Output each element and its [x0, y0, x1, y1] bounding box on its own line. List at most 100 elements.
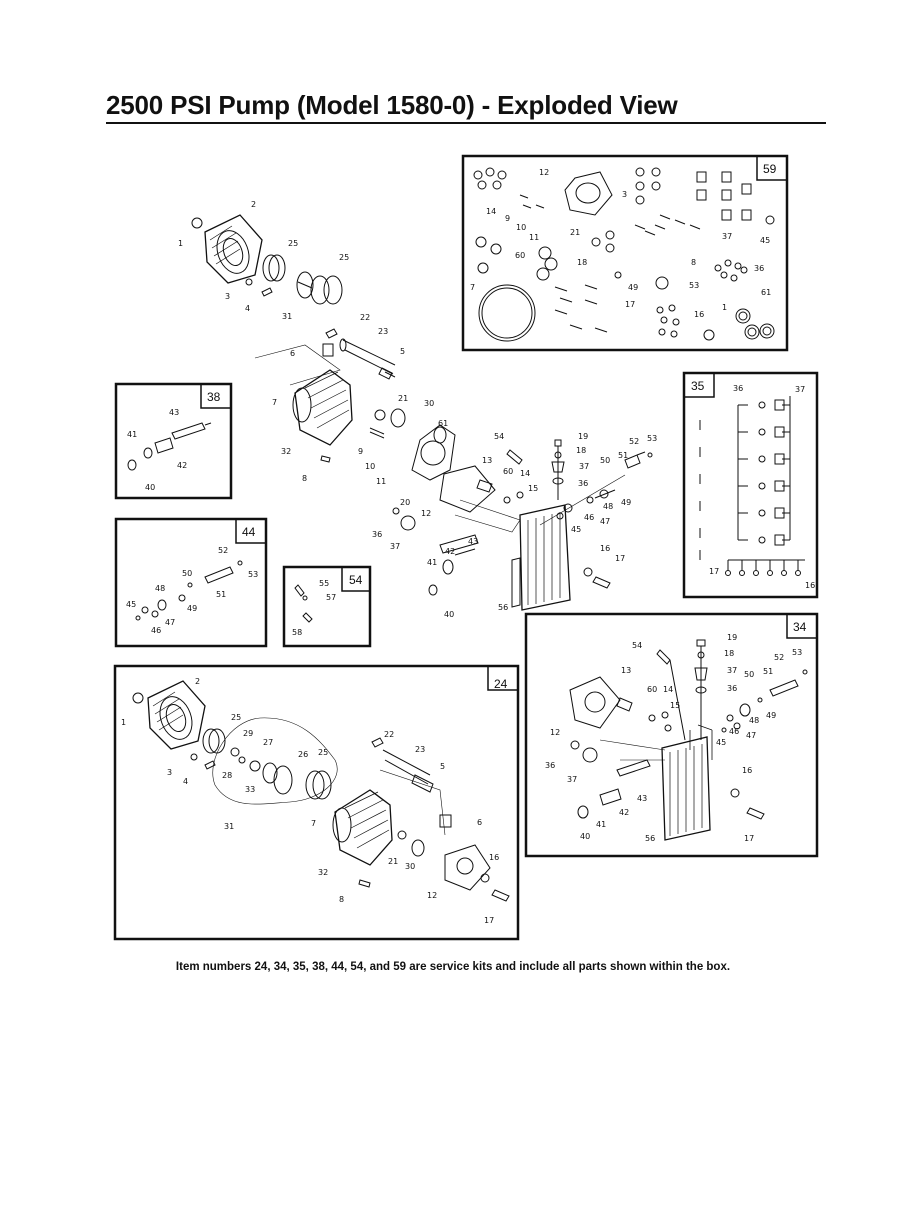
kit-box-24-tag: [487, 665, 519, 691]
callout: 51: [216, 590, 226, 599]
kit-59-callouts: 12 14 9 10 11 3 37 45 21 8 60 18 36 49 5…: [470, 168, 771, 319]
kit-box-44-tag: [235, 518, 267, 544]
kit-label-44: 44: [242, 525, 256, 539]
callout: 23: [378, 327, 388, 336]
callout: 52: [774, 653, 784, 662]
callout: 18: [576, 446, 586, 455]
callout: 4: [183, 777, 188, 786]
callout: 1: [121, 718, 126, 727]
callout: 42: [445, 547, 455, 556]
callout: 25: [339, 253, 349, 262]
callout: 37: [727, 666, 737, 675]
callout: 21: [388, 857, 398, 866]
callout: 22: [360, 313, 370, 322]
callout: 22: [384, 730, 394, 739]
callout: 45: [126, 600, 136, 609]
callout: 16: [694, 310, 704, 319]
callout: 47: [165, 618, 175, 627]
callout: 31: [282, 312, 292, 321]
callout: 53: [792, 648, 802, 657]
kit-34-parts: [569, 639, 808, 841]
callout: 36: [578, 479, 588, 488]
callout: 41: [127, 430, 137, 439]
callout: 41: [427, 558, 437, 567]
callout: 45: [571, 525, 581, 534]
kit-box-54: [282, 565, 372, 648]
callout: 17: [484, 916, 494, 925]
callout: 17: [709, 567, 719, 576]
bearing-set: [262, 254, 343, 305]
callout: 50: [744, 670, 754, 679]
callout: 61: [438, 419, 448, 428]
callout: 50: [182, 569, 192, 578]
callout: 17: [744, 834, 754, 843]
callout: 40: [444, 610, 454, 619]
kit-box-44: [114, 517, 268, 648]
callout: 15: [670, 701, 680, 710]
callout: 25: [231, 713, 241, 722]
callout: 49: [187, 604, 197, 613]
callout: 43: [169, 408, 179, 417]
callout: 45: [716, 738, 726, 747]
callout: 49: [628, 283, 638, 292]
callout: 25: [288, 239, 298, 248]
callout: 16: [805, 581, 815, 590]
callout: 23: [415, 745, 425, 754]
crankcase: [204, 214, 263, 284]
callout: 2: [251, 200, 256, 209]
callout: 56: [498, 603, 508, 612]
callout: 6: [477, 818, 482, 827]
callout: 8: [302, 474, 307, 483]
callout: 8: [339, 895, 344, 904]
callout: 43: [468, 537, 478, 546]
callout: 60: [647, 685, 657, 694]
kit-44-parts: [135, 560, 243, 621]
kit-label-54: 54: [349, 573, 363, 587]
kit-box-34-tag: [786, 613, 818, 639]
callout: 16: [489, 853, 499, 862]
callout: 51: [763, 667, 773, 676]
callout: 3: [167, 768, 172, 777]
kit-box-35: [682, 371, 819, 599]
callout: 16: [600, 544, 610, 553]
callout: 18: [724, 649, 734, 658]
kit-box-35-tag: [683, 372, 715, 398]
callout: 28: [222, 771, 232, 780]
callout: 12: [421, 509, 431, 518]
kit-box-38-tag: [200, 383, 232, 409]
callout: 8: [691, 258, 696, 267]
o-ring: [191, 217, 203, 229]
callout: 4: [245, 304, 250, 313]
kit-35-callouts: 36 37 17 16: [709, 384, 815, 590]
callout: 30: [424, 399, 434, 408]
kit-box-59: [461, 154, 789, 352]
callout: 3: [225, 292, 230, 301]
callout: 19: [727, 633, 737, 642]
callout: 13: [621, 666, 631, 675]
callout: 10: [516, 223, 526, 232]
callout: 30: [405, 862, 415, 871]
callout: 21: [398, 394, 408, 403]
callout: 46: [729, 727, 739, 736]
callout: 36: [372, 530, 382, 539]
callout: 26: [298, 750, 308, 759]
callout: 10: [365, 462, 375, 471]
kit-label-34: 34: [793, 620, 807, 634]
callout: 52: [218, 546, 228, 555]
kit-59-parts: [473, 167, 775, 342]
callout: 7: [311, 819, 316, 828]
callout: 33: [245, 785, 255, 794]
callout: 42: [619, 808, 629, 817]
callout: 32: [318, 868, 328, 877]
kit-box-38: [114, 382, 233, 500]
callout: 17: [615, 554, 625, 563]
callout: 61: [761, 288, 771, 297]
footnote: Item numbers 24, 34, 35, 38, 44, 54, and…: [175, 961, 731, 973]
callout: 58: [292, 628, 302, 637]
callout: 3: [622, 190, 627, 199]
callout: 49: [766, 711, 776, 720]
kit-box-54-tag: [341, 566, 371, 592]
callout: 37: [579, 462, 589, 471]
callout: 48: [155, 584, 165, 593]
callout: 60: [503, 467, 513, 476]
